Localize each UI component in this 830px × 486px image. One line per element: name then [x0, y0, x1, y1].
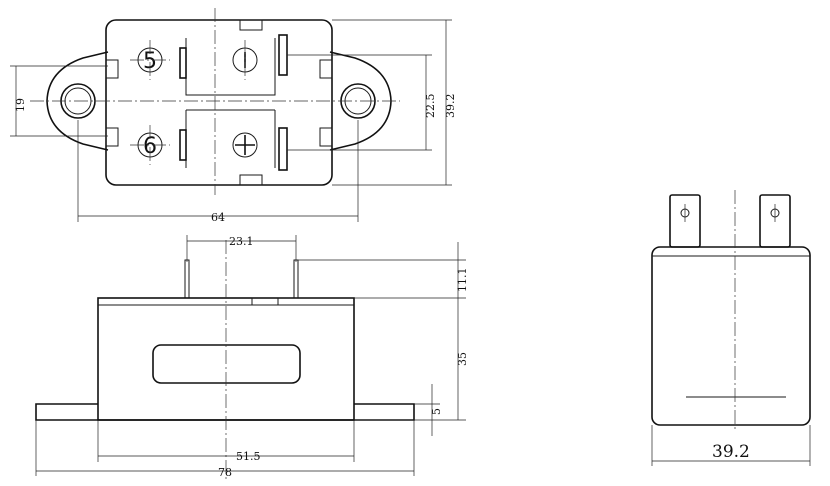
terminal-label-6: 6 — [143, 134, 157, 159]
bottom-notch — [239, 174, 263, 186]
plus-mark — [235, 135, 255, 155]
dim-23-1-label: 23.1 — [229, 235, 254, 248]
front-pin-left — [184, 259, 190, 299]
top-notch — [239, 19, 263, 31]
side-body — [651, 246, 811, 426]
dim-78-label: 78 — [218, 466, 232, 479]
dim-39-2-top: 39.2 — [332, 19, 457, 186]
left-step-lower — [105, 127, 119, 147]
dim-51-5-label: 51.5 — [236, 450, 261, 463]
right-step-upper — [319, 59, 333, 79]
dim-51-5: 51.5 — [97, 420, 355, 463]
dim-35: 35 — [354, 298, 469, 421]
front-view: 23.1 11.1 35 5 51.5 — [35, 235, 469, 480]
dim-35-label: 35 — [456, 352, 469, 366]
right-step-lower — [319, 127, 333, 147]
dim-39-2-top-label: 39.2 — [444, 94, 457, 119]
dim-64-label: 64 — [211, 211, 225, 224]
blade-slot — [179, 47, 187, 79]
dim-22-5-label: 22.5 — [424, 94, 437, 119]
dim-39-2-side: 39.2 — [651, 425, 811, 466]
front-pin-right — [293, 259, 299, 299]
front-flange — [35, 403, 415, 421]
inner-rib — [185, 38, 276, 168]
dim-5: 5 — [414, 384, 443, 436]
dim-19-label: 19 — [14, 98, 27, 112]
front-notch — [251, 297, 279, 306]
terminal-label-5: 5 — [143, 49, 157, 74]
blade-slot — [179, 129, 187, 161]
top-view: 5 6 19 22.5 — [10, 8, 457, 224]
blade-slot — [278, 127, 288, 171]
terminal-plus-circle — [232, 132, 258, 158]
dim-19: 19 — [10, 65, 108, 137]
dim-5-label: 5 — [430, 408, 443, 415]
dim-11-1-label: 11.1 — [456, 268, 469, 293]
dim-22-5: 22.5 — [287, 54, 437, 151]
dim-64: 64 — [77, 120, 359, 224]
dim-78: 78 — [35, 420, 415, 479]
dim-11-1: 11.1 — [278, 242, 469, 299]
dim-39-2-side-label: 39.2 — [712, 442, 750, 462]
blade-slot — [278, 34, 288, 76]
left-step-upper — [105, 59, 119, 79]
front-window — [152, 344, 301, 384]
side-view: 39.2 — [651, 190, 811, 466]
top-body — [105, 19, 333, 186]
dim-23-1: 23.1 — [186, 235, 297, 262]
